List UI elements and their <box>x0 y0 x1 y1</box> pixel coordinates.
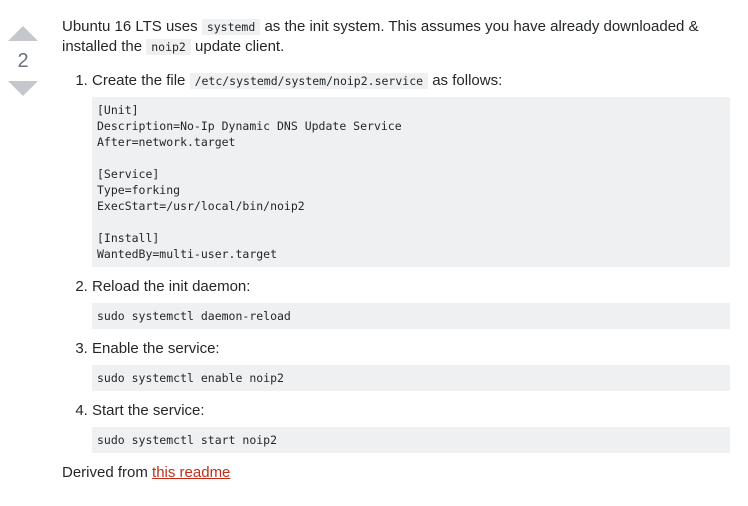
intro-text: update client. <box>190 38 285 55</box>
inline-code: noip2 <box>146 39 191 55</box>
vote-cell: 2 <box>0 18 46 96</box>
readme-link[interactable]: this readme <box>152 464 231 481</box>
step-text: Enable the service: <box>92 340 220 357</box>
code-block: sudo systemctl daemon-reload <box>92 303 730 329</box>
upvote-arrow-icon[interactable] <box>8 26 38 41</box>
intro-paragraph: Ubuntu 16 LTS uses systemd as the init s… <box>62 17 730 57</box>
step-item: Start the service: sudo systemctl start … <box>92 401 730 453</box>
footer-paragraph: Derived from this readme <box>62 463 730 483</box>
inline-code: systemd <box>201 19 261 35</box>
downvote-arrow-icon[interactable] <box>8 81 38 96</box>
answer-body: Ubuntu 16 LTS uses systemd as the init s… <box>62 17 730 483</box>
intro-text: Ubuntu 16 LTS uses <box>62 18 202 35</box>
step-item: Create the file /etc/systemd/system/noip… <box>92 71 730 267</box>
vote-count: 2 <box>17 50 29 72</box>
inline-code: /etc/systemd/system/noip2.service <box>189 73 429 89</box>
step-item: Enable the service: sudo systemctl enabl… <box>92 339 730 391</box>
step-text: as follows: <box>428 72 503 89</box>
step-text: Reload the init daemon: <box>92 278 251 295</box>
step-text: Start the service: <box>92 402 205 419</box>
footer-text: Derived from <box>62 464 153 481</box>
code-block: sudo systemctl start noip2 <box>92 427 730 453</box>
step-text: Create the file <box>92 72 190 89</box>
step-item: Reload the init daemon: sudo systemctl d… <box>92 277 730 329</box>
code-block: [Unit] Description=No-Ip Dynamic DNS Upd… <box>92 97 730 267</box>
intro-text: as the init system. This assumes you hav… <box>62 18 699 55</box>
code-block: sudo systemctl enable noip2 <box>92 365 730 391</box>
steps-list: Create the file /etc/systemd/system/noip… <box>62 71 730 453</box>
